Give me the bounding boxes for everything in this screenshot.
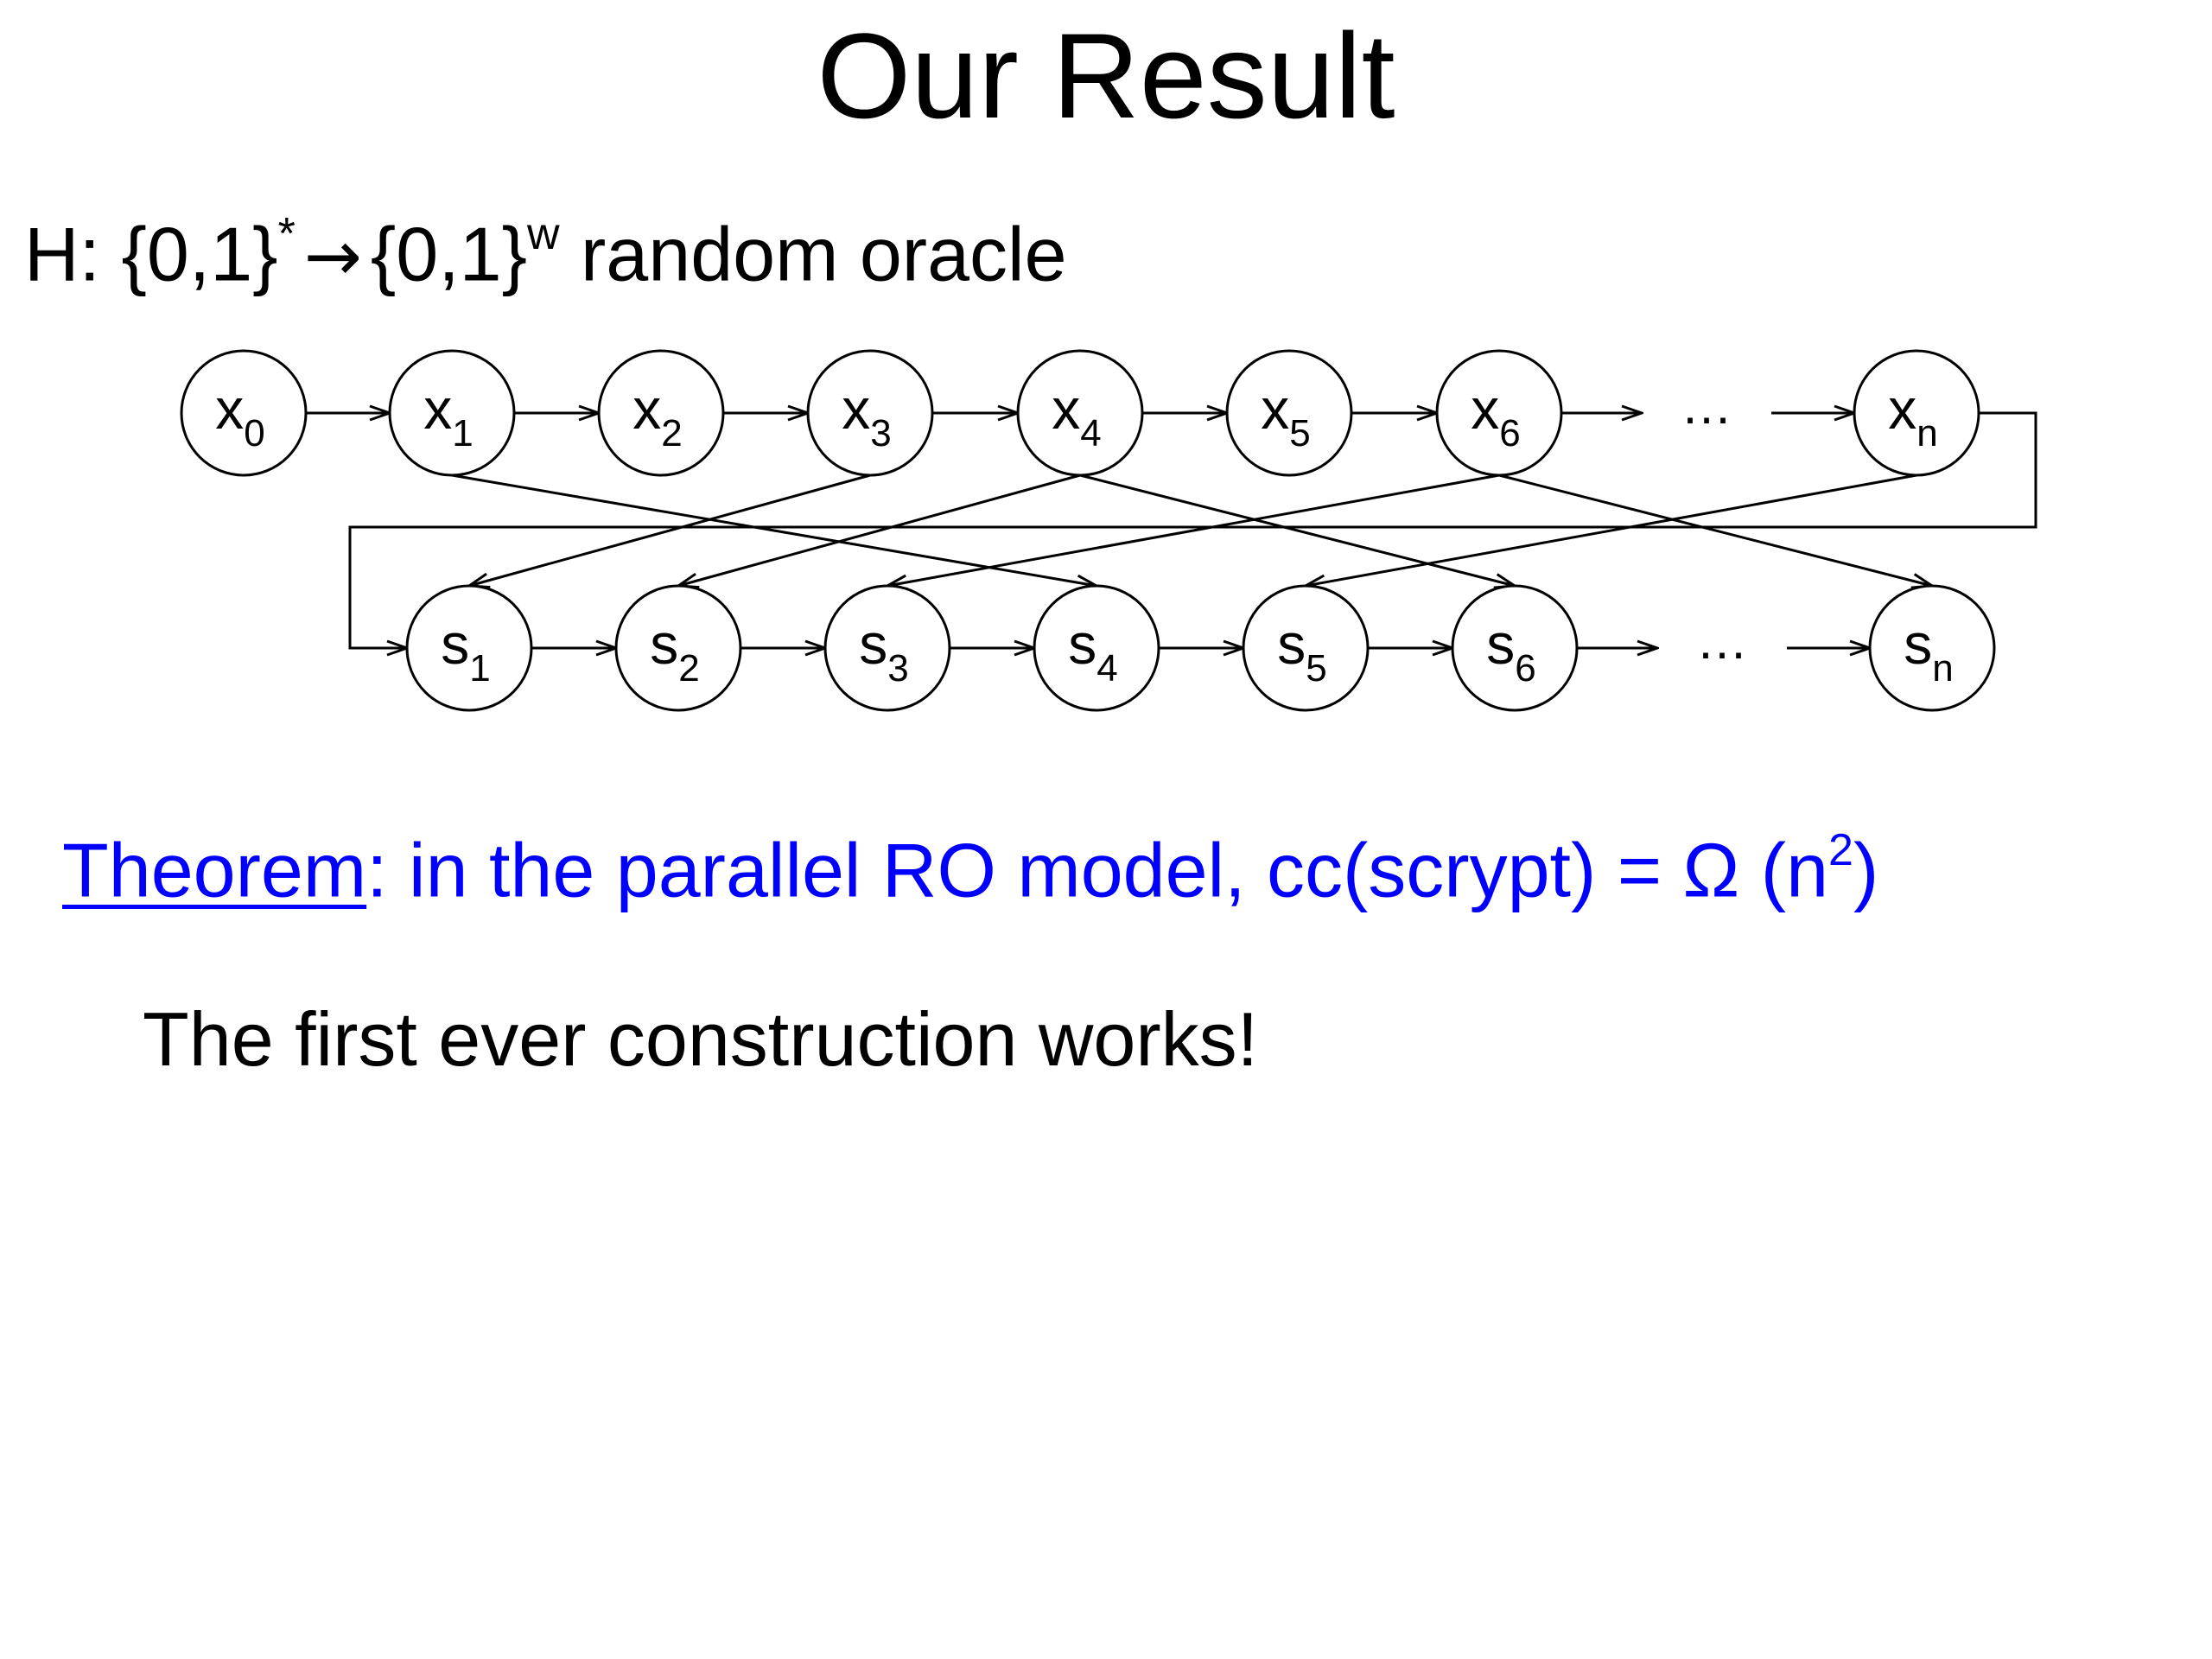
node-x4: x4 (1016, 349, 1144, 477)
dependency-edge (1498, 474, 1932, 586)
node-x6: x6 (1435, 349, 1563, 477)
node-x2: x2 (597, 349, 725, 477)
node-label: x0 (215, 377, 264, 454)
node-s4: s4 (1033, 584, 1160, 712)
feedback-edge (348, 411, 2037, 648)
node-circle (405, 584, 533, 712)
node-circle (806, 349, 934, 477)
node-label: s2 (650, 612, 699, 690)
node-label: s4 (1068, 612, 1117, 690)
dependency-edge (469, 474, 871, 586)
node-sn: sn (1868, 584, 1996, 712)
theorem-text: : in the parallel RO model, cc(scrypt) =… (366, 827, 1829, 913)
theorem-statement: Theorem: in the parallel RO model, cc(sc… (62, 808, 1878, 918)
node-s1: s1 (405, 584, 533, 712)
node-s6: s6 (1451, 584, 1579, 712)
scrypt-graph-diagram: x0 x1 x2 x3 x4 x5 x6 xn s1 s2 s3 s4 s5 s6 sn … … (180, 349, 2037, 712)
node-label: x6 (1471, 377, 1520, 454)
node-circle (1033, 584, 1160, 712)
remark-text: The first ever construction works! (143, 996, 1259, 1082)
node-label: s3 (859, 612, 908, 690)
maps-to-arrow-icon: → (303, 216, 362, 297)
hash-codomain-superscript: w (526, 209, 560, 259)
node-circle (597, 349, 725, 477)
node-x3: x3 (806, 349, 934, 477)
x-ellipsis: … (1681, 377, 1732, 435)
node-s5: s5 (1242, 584, 1370, 712)
theorem-exponent: 2 (1828, 825, 1853, 875)
node-label: x3 (842, 377, 891, 454)
node-xn: xn (1853, 349, 1980, 477)
node-label: s6 (1486, 612, 1535, 690)
node-x1: x1 (388, 349, 516, 477)
node-label: x4 (1052, 377, 1101, 454)
dependency-edge (1306, 474, 1917, 586)
node-circle (1435, 349, 1563, 477)
node-circle (180, 349, 308, 477)
hash-name: H: (24, 211, 100, 297)
theorem-text-end: ) (1853, 827, 1879, 913)
node-label: s1 (441, 612, 490, 690)
theorem-keyword: Theorem (62, 827, 367, 913)
node-label: x2 (632, 377, 682, 454)
node-label: x1 (423, 377, 473, 454)
node-s2: s2 (614, 584, 742, 712)
node-circle (614, 584, 742, 712)
node-circle (1242, 584, 1370, 712)
node-circle (1225, 349, 1353, 477)
node-label: xn (1888, 377, 1937, 454)
dependency-edge (678, 474, 1081, 586)
node-label: s5 (1277, 612, 1326, 690)
node-circle (388, 349, 516, 477)
node-circle (1853, 349, 1980, 477)
hash-description: random oracle (581, 211, 1067, 297)
hash-domain-superscript: * (277, 209, 296, 259)
node-label: x5 (1261, 377, 1310, 454)
node-s3: s3 (823, 584, 951, 712)
dependency-edge (451, 474, 1096, 586)
node-circle (1868, 584, 1996, 712)
node-x0: x0 (180, 349, 308, 477)
node-circle (823, 584, 951, 712)
node-circle (1016, 349, 1144, 477)
dependency-edge (1079, 474, 1515, 586)
node-circle (1451, 584, 1579, 712)
hash-function-definition: H: {0,1}*→{0,1}w random oracle (24, 192, 1067, 304)
slide-title: Our Result (817, 8, 1395, 143)
node-label: sn (1904, 612, 1953, 690)
node-x5: x5 (1225, 349, 1353, 477)
hash-codomain: {0,1} (370, 211, 527, 297)
s-ellipsis: … (1696, 612, 1748, 670)
dependency-edge (887, 474, 1500, 586)
hash-domain: {0,1} (121, 211, 278, 297)
